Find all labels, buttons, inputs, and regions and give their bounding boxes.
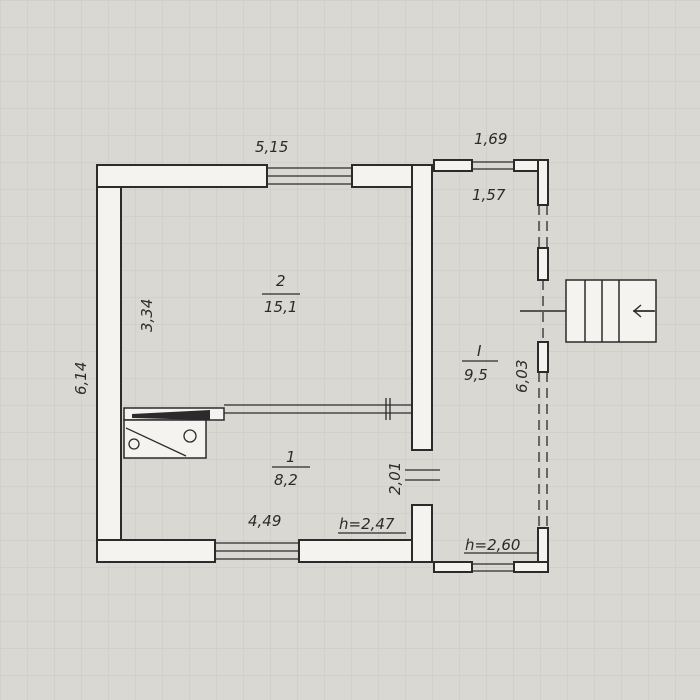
room1-number: 1 [286,448,296,466]
dim-bottom-width: 4,49 [248,512,281,530]
stove [123,407,225,459]
veranda-height: h=2,60 [465,536,520,554]
room2-number: 2 [276,272,286,290]
dim-veranda-height: 6,03 [513,360,531,393]
window-top [267,167,352,185]
main-height: h=2,47 [339,515,395,533]
veranda-pier-1 [537,247,549,281]
veranda-corner-top [537,159,549,206]
dim-door-width: 2,01 [386,462,404,495]
entry-arrow-icon [632,304,654,318]
wall-right-lower [411,504,433,563]
wall-left [96,164,122,563]
veranda-pier-2 [537,341,549,373]
veranda-wall-bottom-left [433,561,473,573]
dim-room2-height: 3,34 [138,299,156,332]
veranda-wall-top-left [433,159,473,172]
room2-area: 15,1 [264,298,297,316]
wall-right-upper [411,164,433,451]
veranda-number: I [477,342,482,360]
dim-top-width: 5,15 [255,138,288,156]
dim-veranda-top-outer: 1,69 [474,130,507,148]
veranda-wall-bottom-right [513,561,549,573]
dim-left-height: 6,14 [72,362,90,395]
window-veranda-bottom [472,563,514,572]
wall-bottom-left [96,539,216,563]
room1-area: 8,2 [274,471,298,489]
window-veranda-top [472,161,514,170]
dim-veranda-top-inner: 1,57 [472,186,506,204]
veranda-area: 9,5 [464,366,488,384]
window-bottom [215,542,299,560]
wall-top-left [96,164,268,188]
